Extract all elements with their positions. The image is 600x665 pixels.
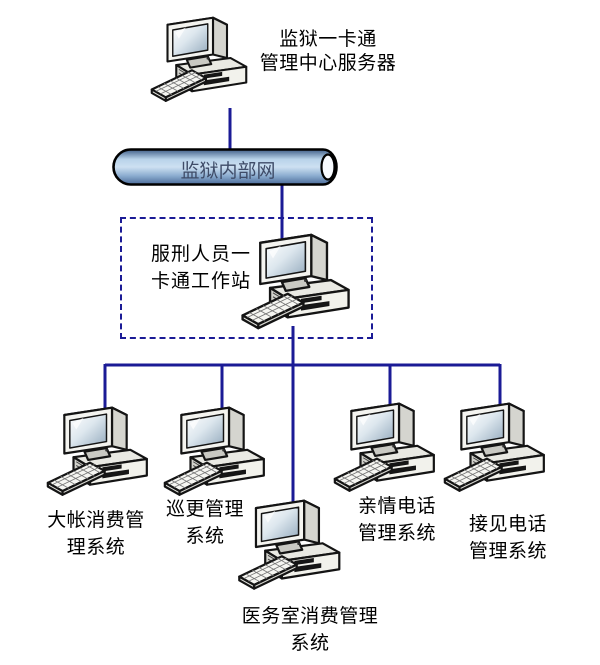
network-cylinder-icon — [112, 148, 338, 186]
desktop-pc-icon — [333, 400, 443, 499]
system-patrol-label: 巡更管理 系统 — [166, 496, 244, 550]
node-system-consumption — [46, 404, 156, 503]
workstation-label-line2: 卡通工作站 — [150, 271, 252, 292]
desktop-pc-icon — [443, 400, 553, 499]
node-server — [150, 12, 255, 111]
system-family-phone-label: 亲情电话 管理系统 — [358, 493, 436, 547]
workstation-dashed-box — [120, 217, 373, 339]
label-line: 理系统 — [66, 537, 126, 558]
desktop-pc-icon — [235, 497, 351, 597]
label-line: 大帐消费管 — [47, 510, 145, 531]
system-consumption-label: 大帐消费管 理系统 — [47, 507, 145, 561]
system-medical-label: 医务室消费管理 系统 — [242, 603, 379, 657]
server-label-line1: 监狱一卡通 — [279, 29, 377, 50]
node-system-visit-phone — [443, 400, 553, 499]
desktop-pc-icon — [46, 404, 156, 503]
desktop-pc-icon — [150, 12, 255, 111]
label-line: 管理系统 — [468, 541, 548, 562]
workstation-label: 服刑人员一 卡通工作站 — [151, 241, 251, 295]
node-system-patrol — [163, 404, 273, 503]
label-line: 医务室消费管理 — [241, 606, 379, 627]
server-label-line2: 管理中心服务器 — [259, 53, 397, 74]
workstation-label-line1: 服刑人员一 — [150, 244, 252, 265]
node-system-medical — [235, 497, 351, 597]
label-line: 系统 — [290, 633, 330, 654]
label-line: 接见电话 — [468, 514, 548, 535]
label-line: 亲情电话 — [357, 496, 437, 517]
node-system-family-phone — [333, 400, 443, 499]
label-line: 巡更管理 — [165, 499, 245, 520]
intranet-label: 监狱内部网 — [180, 161, 276, 182]
server-label: 监狱一卡通 管理中心服务器 — [260, 28, 397, 76]
system-visit-phone-label: 接见电话 管理系统 — [469, 511, 547, 565]
label-line: 管理系统 — [357, 523, 437, 544]
desktop-pc-icon — [163, 404, 273, 503]
label-line: 系统 — [185, 526, 225, 547]
